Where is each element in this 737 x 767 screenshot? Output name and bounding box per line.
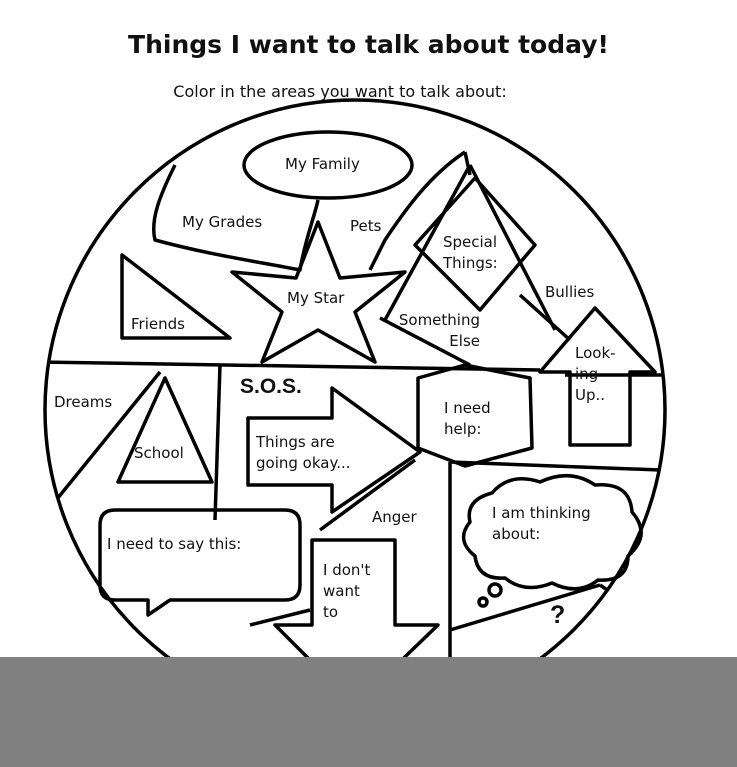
- label-my-grades: My Grades: [182, 213, 263, 231]
- thought-cloud: [461, 474, 643, 591]
- friends-triangle: [120, 253, 232, 340]
- label-school: School: [134, 444, 184, 462]
- school-triangle: [116, 376, 214, 484]
- label-something-else: Something Else: [398, 311, 480, 350]
- label-i-am-thinking: I am thinking about:: [492, 504, 591, 543]
- label-things-okay: Things are going okay...: [256, 433, 351, 472]
- special-things-diamond: [413, 176, 537, 312]
- label-special-things: Special Things:: [443, 233, 498, 272]
- instructions: Color in the areas you want to talk abou…: [173, 82, 507, 101]
- label-i-need-to-say: I need to say this:: [107, 535, 242, 553]
- label-sos: S.O.S.: [240, 375, 302, 398]
- page-title: Things I want to talk about today!: [128, 30, 609, 59]
- label-friends: Friends: [131, 315, 185, 333]
- label-dreams: Dreams: [54, 393, 113, 411]
- star-shape: [230, 220, 407, 364]
- label-my-family: My Family: [285, 155, 360, 173]
- label-pets: Pets: [350, 217, 382, 235]
- label-looking-up: Look- ing Up..: [575, 344, 616, 404]
- things-okay-arrow: [246, 386, 422, 514]
- label-i-need-help: I need help:: [444, 399, 491, 438]
- my-family-oval: [242, 130, 414, 200]
- footer-bar: [0, 657, 737, 767]
- label-anger: Anger: [372, 508, 417, 526]
- label-my-star: My Star: [287, 289, 345, 307]
- outer-circle: [43, 98, 667, 722]
- thought-bubble-1: [487, 582, 503, 598]
- label-dont-want: I don't want to: [323, 561, 371, 621]
- help-hexagon: [416, 363, 534, 468]
- label-question: ?: [550, 601, 566, 629]
- label-bullies: Bullies: [545, 283, 595, 301]
- thought-bubble-2: [477, 596, 489, 608]
- say-this-bubble: [98, 508, 302, 617]
- looking-up-arrow: [538, 306, 657, 447]
